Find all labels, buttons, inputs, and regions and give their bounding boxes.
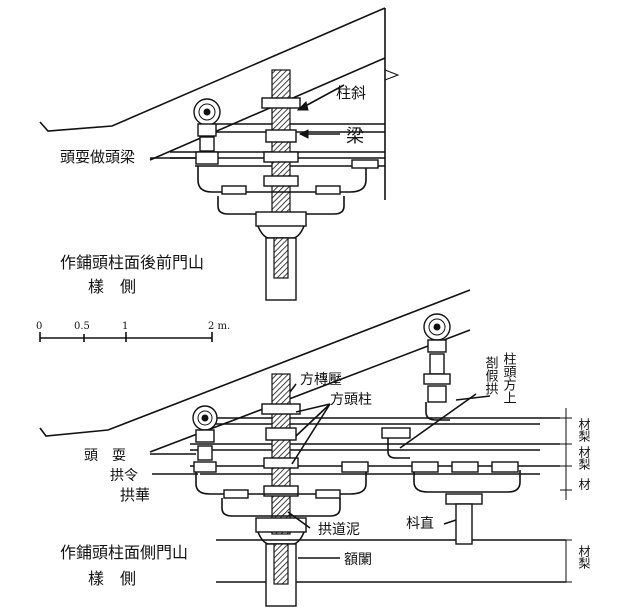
upper-diagram: 柱斜 梁 頭耍做頭梁 作鋪頭柱面後前門山 樣 側 [39, 7, 400, 301]
dim-label-3: 材 [577, 478, 591, 490]
lower-block-1 [261, 403, 301, 415]
leader-nidao [287, 511, 311, 529]
upper-column-core [273, 237, 289, 279]
lower-small-block-l [223, 489, 249, 499]
lower-block-4 [263, 485, 299, 497]
lower-purlin-right [423, 313, 451, 421]
label-xie-zhu: 柱斜 [336, 84, 366, 102]
lower-small-block-rr [341, 461, 369, 473]
upper-block-1 [261, 97, 301, 109]
upper-capital [255, 211, 307, 227]
scale-label-05: 0.5 [74, 321, 90, 332]
lower-caption-2: 樣 側 [88, 569, 136, 588]
lower-caption-1: 作鋪頭柱面側門山 [60, 543, 188, 562]
upper-roof-line [39, 7, 386, 132]
leader-jia-gong [399, 393, 477, 449]
scale-bar: 0 0.5 1 2 m. [36, 321, 230, 342]
right-block-4 [445, 493, 483, 505]
label-tou-liang: 頭耍做頭梁 [60, 148, 135, 166]
lower-column-core [273, 543, 289, 585]
dim-label-2: 材梨 [577, 446, 591, 470]
upper-small-block-r [315, 185, 341, 195]
leader-fang-tou-3 [291, 403, 331, 465]
lower-small-block-r [315, 489, 341, 499]
lower-mid-arm [387, 438, 410, 459]
leader-fang-tou-2 [295, 403, 331, 437]
liang-arrowhead [298, 129, 309, 139]
upper-small-block-rr [351, 159, 379, 169]
dou-zhi-post [455, 503, 473, 545]
leader-fang-tou-1 [295, 403, 331, 413]
upper-block-2 [265, 129, 297, 143]
lower-diagram: 方槫壓 方頭柱 柱頭方上 剳假拱 頭 耍 拱令 拱華 拱道泥 枓直 額闌 材梨 … [39, 289, 591, 607]
upper-block-4 [263, 175, 299, 187]
upper-rafter-line [149, 57, 386, 161]
label-gong-hua: 拱華 [120, 486, 150, 504]
upper-break-mark [384, 69, 400, 81]
lower-post [271, 373, 291, 535]
lower-block-mid [381, 427, 411, 439]
right-block-1 [411, 461, 439, 473]
label-liang: 梁 [346, 126, 364, 147]
right-block-2 [451, 461, 479, 473]
label-dou-zhi: 枓直 [406, 515, 434, 532]
label-fang-tou-zhu: 方頭柱 [330, 392, 372, 408]
label-jia-gong: 剳假拱 [483, 356, 499, 395]
scale-label-2m: 2 m. [208, 321, 230, 332]
label-zhu-tou-fang-shang: 柱頭方上 [501, 352, 517, 404]
dim-label-4: 材梨 [577, 545, 591, 569]
upper-arm-1 [197, 166, 367, 193]
upper-capital-curve [257, 225, 305, 239]
right-arm-1 [413, 470, 521, 493]
label-e-fang: 額闌 [344, 552, 372, 568]
lower-block-2 [265, 427, 297, 441]
lower-purlin-left [192, 405, 218, 473]
upper-block-3 [263, 151, 299, 163]
leader-fang-chuan [289, 383, 297, 393]
upper-caption-1: 作鋪頭柱面後前門山 [60, 253, 204, 272]
upper-caption-2: 樣 側 [88, 277, 136, 296]
xie-zhu-arrowhead [296, 101, 309, 111]
label-ling-gong: 拱令 [110, 468, 138, 484]
lower-roof-line [39, 289, 471, 437]
lower-block-3 [263, 457, 299, 469]
right-block-3 [491, 461, 519, 473]
upper-small-block-l [221, 185, 247, 195]
scale-label-1: 1 [122, 321, 128, 332]
scale-label-0: 0 [36, 321, 42, 332]
lower-arm-2 [221, 498, 341, 517]
lower-arm-1 [195, 472, 367, 495]
upper-post-top [271, 69, 291, 221]
leader-zhu-tou [455, 395, 491, 401]
dim-label-1: 材梨 [577, 418, 591, 442]
upper-purlin [193, 98, 221, 165]
label-shua-tou: 頭 耍 [84, 448, 126, 464]
label-nidao-gong: 拱道泥 [318, 522, 360, 538]
leader-dou-zhi [443, 519, 457, 525]
label-fang-chuan-ya: 方槫壓 [300, 372, 342, 388]
